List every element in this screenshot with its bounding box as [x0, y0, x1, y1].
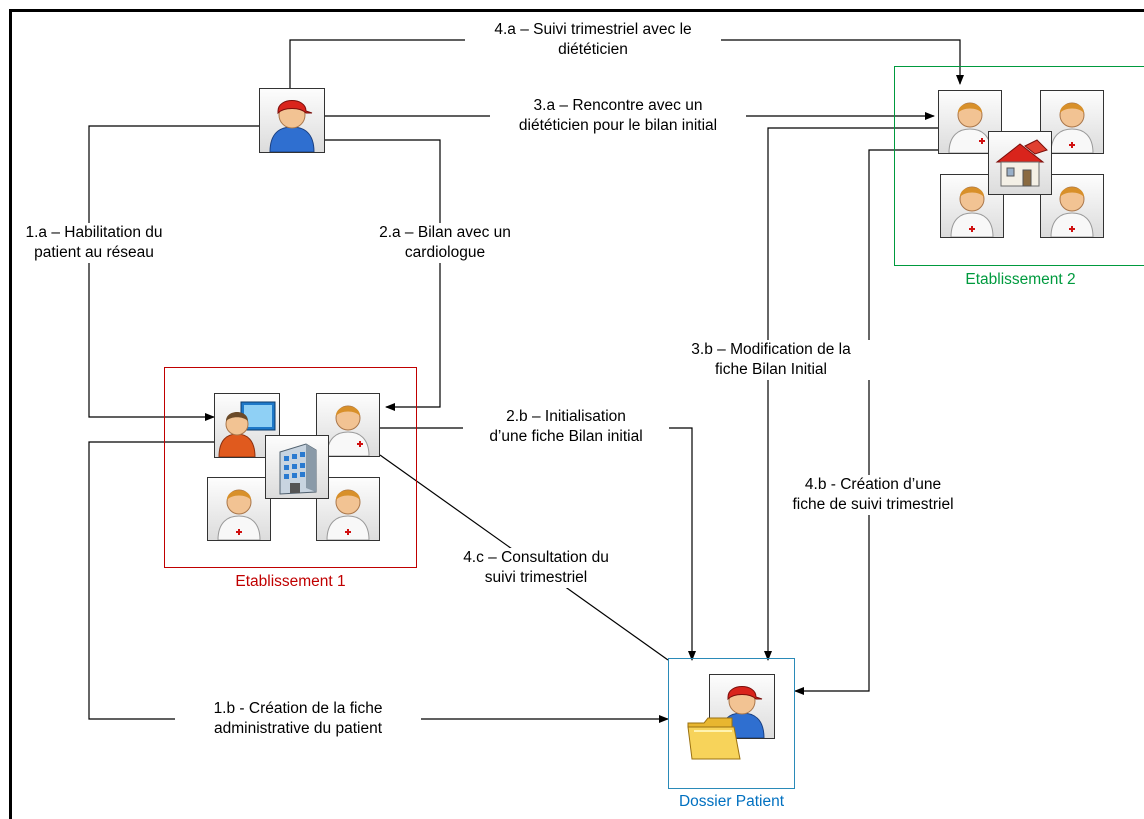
step-3b-label: 3.b – Modification de la fiche Bilan Ini…: [668, 340, 874, 380]
cardiologist-doctor-icon: [316, 393, 380, 457]
step-4a-label: 4.a – Suivi trimestriel avec le diététic…: [465, 20, 721, 60]
etablissement-2-box: [894, 66, 1144, 266]
etablissement-1-label: Etablissement 1: [235, 573, 346, 590]
step-2b-label: 2.b – Initialisation d’une fiche Bilan i…: [463, 407, 669, 447]
connector-4b: [794, 149, 938, 695]
doctor-icon-etab2-top-right: [1040, 90, 1104, 154]
step-3a-label: 3.a – Rencontre avec un diététicien pour…: [490, 96, 746, 136]
connector-1a: [88, 125, 262, 421]
doctor-icon-etab1-left: [207, 477, 271, 541]
step-2a-label: 2.a – Bilan avec un cardiologue: [362, 223, 528, 263]
dossier-patient-label: Dossier Patient: [678, 793, 785, 810]
step-4b-label: 4.b - Création d’une fiche de suivi trim…: [770, 475, 976, 515]
diagram-frame: [9, 9, 1144, 819]
connector-2a: [324, 139, 441, 411]
etablissement-2-label: Etablissement 2: [965, 271, 1076, 288]
step-1a-label: 1.a – Habilitation du patient au réseau: [16, 223, 172, 263]
connector-3b: [764, 127, 938, 661]
hospital-building-icon: [265, 435, 329, 499]
folder-icon: [686, 713, 742, 763]
house-icon: [988, 131, 1052, 195]
patient-icon: [259, 88, 325, 153]
admin-computer-icon: [214, 393, 280, 458]
etablissement-1-box: [164, 367, 417, 568]
step-4c-label: 4.c – Consultation du suivi trimestriel: [438, 548, 634, 588]
dossier-patient-box: [668, 658, 795, 789]
connector-2b: [380, 427, 696, 661]
step-1b-label: 1.b - Création de la fiche administrativ…: [175, 699, 421, 739]
